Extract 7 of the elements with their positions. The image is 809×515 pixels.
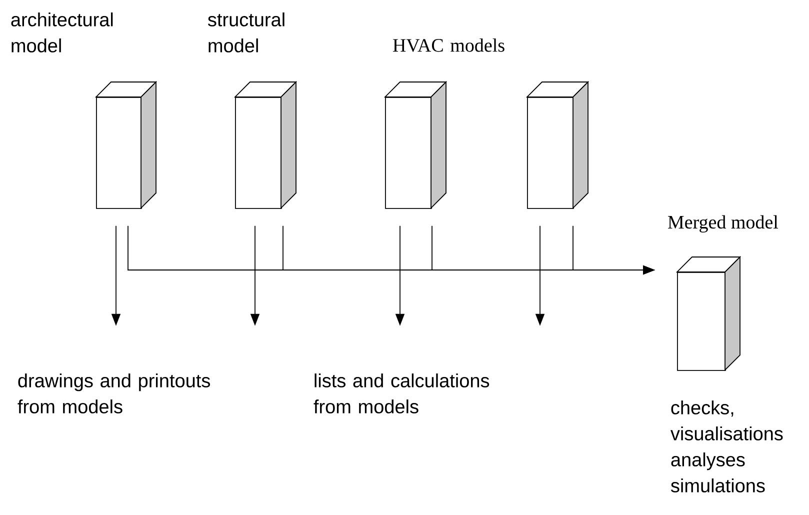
model-label: architectural model	[11, 12, 113, 52]
output-label: checks, visualisations analyses simulations	[670, 400, 783, 492]
model-label: structural model	[208, 12, 284, 52]
group-label: HVAC models	[393, 38, 504, 52]
output-label: lists and calculations from models	[314, 373, 490, 414]
model-label: Merged model	[668, 215, 778, 233]
output-label: drawings and printouts from models	[18, 373, 210, 414]
